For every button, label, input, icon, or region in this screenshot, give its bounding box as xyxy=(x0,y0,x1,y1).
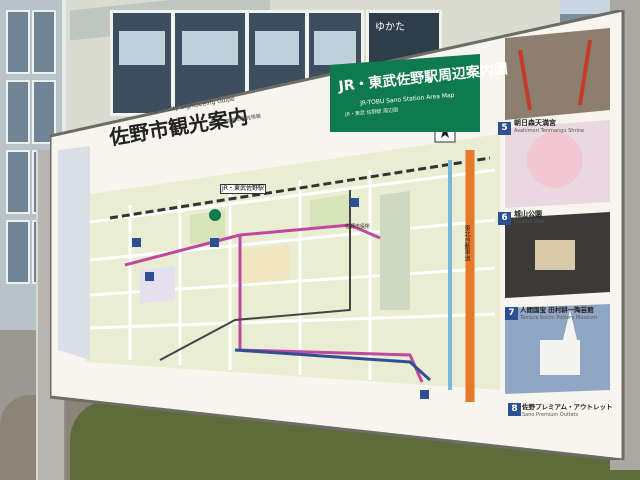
board-frame xyxy=(50,10,625,460)
photo-caption-en: Tamura Koichi Pottery Museum xyxy=(520,315,598,321)
photo-number: 5 xyxy=(498,122,511,135)
photo-number: 6 xyxy=(498,212,511,225)
map-label-expressway: 東北自動車道 xyxy=(463,225,470,261)
shop-window xyxy=(110,10,174,116)
photo-number: 7 xyxy=(505,307,518,320)
map-routes xyxy=(109,150,491,402)
photo-caption: 人間国宝 田村耕一陶芸館 xyxy=(520,306,594,314)
bus-route-black xyxy=(159,190,351,361)
photo-caption: 佐野プレミアム・アウトレット xyxy=(522,403,613,411)
map-streets xyxy=(89,168,496,380)
photo-details xyxy=(518,39,592,375)
board-map xyxy=(50,10,625,460)
railway-line xyxy=(109,156,491,220)
photo-caption: 朝日森天満宮 xyxy=(514,119,556,127)
map-number-markers xyxy=(132,198,429,399)
glass-panel xyxy=(6,150,30,214)
bus-route-pink xyxy=(124,223,381,267)
map-label-city-hall: 佐野市役所 xyxy=(345,224,371,230)
photo-caption-en: Asahimori Tenmangu Shrine xyxy=(514,128,585,134)
glass-panel xyxy=(6,10,30,74)
photo-number: 8 xyxy=(508,403,521,416)
photo-caption-en: Joyama Park xyxy=(514,219,545,225)
station-marker xyxy=(209,209,221,221)
bus-route-blue xyxy=(234,348,432,382)
map-label-station: JR・東武佐野駅 xyxy=(220,184,266,194)
left-photo-column xyxy=(58,146,90,360)
glass-panel xyxy=(6,220,30,284)
glass-panel xyxy=(6,80,30,144)
glass-panel xyxy=(32,80,56,144)
station-map-header xyxy=(330,54,480,132)
photo-caption-en: Sano Premium Outlets xyxy=(522,412,578,418)
glass-panel xyxy=(32,10,56,74)
photo-caption: 城山公園 xyxy=(514,210,542,218)
window-sign: ゆかた xyxy=(375,22,405,33)
